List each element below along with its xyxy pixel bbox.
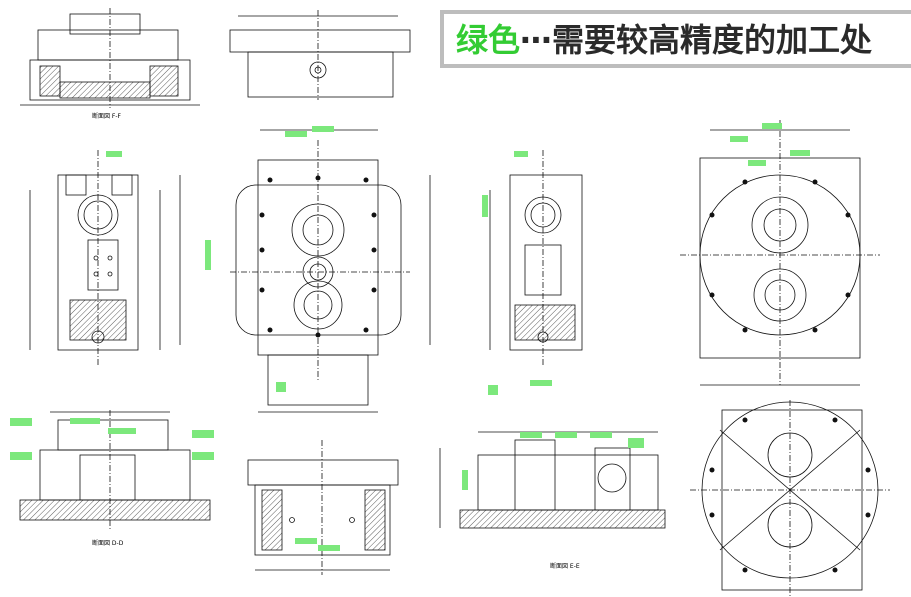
callout-green-word: 绿色 bbox=[456, 21, 521, 59]
highlight-bl-5 bbox=[192, 430, 214, 438]
bottom-right-bolt-holes bbox=[709, 417, 871, 573]
highlight-bs-1 bbox=[520, 432, 542, 438]
precision-callout: 绿色⋯需要较高精度的加工处 bbox=[440, 10, 911, 68]
view-bottom-middle bbox=[247, 440, 399, 575]
highlight-bs-2 bbox=[555, 432, 577, 438]
highlight-bl-1 bbox=[70, 418, 100, 424]
highlight-mr-4 bbox=[488, 385, 498, 395]
highlight-bl-4 bbox=[10, 452, 32, 460]
view-top-middle bbox=[229, 10, 411, 100]
highlight-bl-2 bbox=[108, 428, 136, 434]
highlight-bs-5 bbox=[628, 438, 644, 448]
view-mid-right-side bbox=[489, 150, 583, 365]
highlight-r-3 bbox=[790, 150, 810, 156]
view-bottom-left bbox=[19, 410, 211, 530]
highlight-c-1 bbox=[285, 131, 307, 137]
highlight-c-2 bbox=[312, 126, 334, 132]
highlight-bs-4 bbox=[462, 470, 468, 490]
highlight-bl-6 bbox=[192, 452, 214, 460]
callout-dots: ⋯ bbox=[520, 21, 553, 59]
highlight-r-2 bbox=[730, 136, 748, 142]
view-right-front bbox=[680, 120, 880, 386]
highlight-bm-1 bbox=[295, 538, 317, 544]
center-bolt-holes bbox=[259, 175, 377, 338]
view-center-front bbox=[179, 129, 431, 413]
highlight-ml-1 bbox=[106, 151, 122, 157]
callout-text: 绿色⋯需要较高精度的加工处 bbox=[456, 21, 872, 59]
highlight-bl-3 bbox=[10, 418, 32, 426]
view-mid-left bbox=[29, 150, 161, 365]
highlight-mr-3 bbox=[530, 380, 552, 386]
highlight-c-4 bbox=[276, 382, 286, 392]
highlight-bm-2 bbox=[318, 545, 340, 551]
highlight-r-4 bbox=[748, 160, 766, 166]
highlight-bs-3 bbox=[590, 432, 612, 438]
label-section-ee: 断面図 E-E bbox=[550, 562, 580, 570]
view-bottom-right bbox=[690, 400, 890, 597]
right-bolt-holes bbox=[709, 179, 851, 333]
callout-rest: 需要较高精度的加工处 bbox=[552, 21, 873, 59]
highlight-c-3 bbox=[205, 240, 211, 270]
label-section-dd: 断面図 D-D bbox=[92, 539, 124, 547]
highlight-r-1 bbox=[762, 123, 782, 129]
view-top-left bbox=[20, 8, 200, 108]
highlight-mr-2 bbox=[482, 195, 488, 217]
label-section-ff: 断面図 F-F bbox=[92, 112, 122, 120]
highlight-mr-1 bbox=[514, 151, 528, 157]
